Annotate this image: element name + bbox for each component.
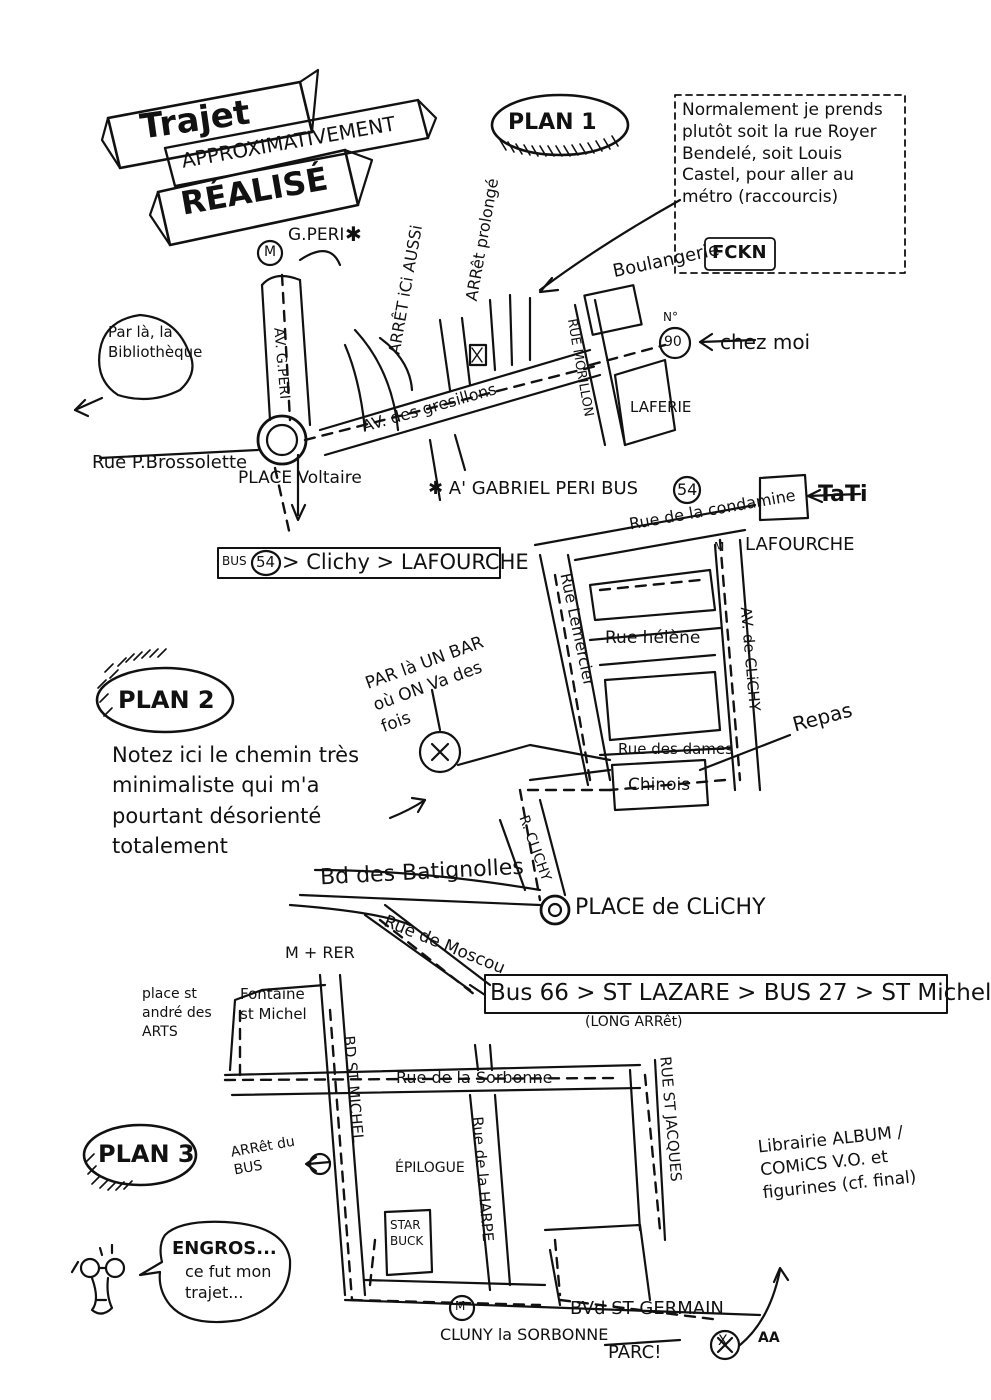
- la-fourche-label: LAFOURCHE: [745, 534, 855, 555]
- signature: AA: [758, 1330, 780, 1346]
- engros-label: ENGROS...: [172, 1238, 277, 1259]
- plan3-label: PLAN 3: [98, 1140, 195, 1168]
- cluny-metro: M: [455, 1299, 466, 1313]
- rue-helene-label: Rue hélène: [605, 628, 701, 648]
- plan3-hatching: [85, 1153, 133, 1191]
- bus54-route-num: 54: [256, 553, 276, 571]
- engros-bubble: [138, 1220, 292, 1324]
- bus54-route-bus: BUS: [222, 554, 247, 568]
- plan2-label: PLAN 2: [118, 686, 215, 714]
- epilogue-label: ÉPILOGUE: [395, 1160, 465, 1176]
- chez-moi-label: chez moi: [720, 330, 811, 354]
- number-90-circle: [658, 326, 692, 360]
- plan2-walk-route: [378, 538, 742, 997]
- plan3-streets: [223, 973, 790, 1361]
- metro-g-peri-m: M: [264, 244, 277, 260]
- plan1-note-arrow: [538, 198, 682, 292]
- g-peri-asterisk: ✱: [345, 222, 362, 246]
- number-prefix: N°: [663, 310, 678, 324]
- g-peri-label: G.PERI: [288, 225, 345, 245]
- plan1-note: Normalement je prends plutôt soit la rue…: [682, 100, 883, 207]
- long-arret-label: (LONG ARRêt): [585, 1014, 683, 1030]
- bus-54-circle-label: 54: [677, 480, 698, 499]
- character-doodle: [70, 1243, 126, 1315]
- bibliotheque-label: Par là, la Bibliothèque: [108, 323, 203, 362]
- plan1-walk-route: [273, 273, 667, 537]
- plan2-note: Notez ici le chemin très minimaliste qui…: [112, 743, 360, 859]
- plan1-streets: [73, 274, 677, 522]
- chinois-label: Chinois: [628, 775, 691, 795]
- plan3-bubble: [82, 1123, 198, 1187]
- fckn-label: FCKN: [712, 242, 767, 263]
- plan1-label: PLAN 1: [508, 110, 597, 135]
- metro-g-peri-circle: [256, 239, 284, 267]
- bus54-route-box: [217, 547, 501, 579]
- laferie-label: LAFERIE: [630, 398, 692, 416]
- fckn-box: [704, 237, 776, 271]
- chez-moi-arrow: [698, 338, 757, 344]
- fontaine-st-michel-label: Fontaine st Michel: [240, 985, 307, 1023]
- rue-sorbonne-label: Rue de la Sorbonne: [396, 1068, 553, 1087]
- la-fourche-metro: M: [714, 540, 725, 554]
- place-st-andre-label: place st andré des ARTS: [142, 986, 212, 1040]
- plan2-streets: [288, 473, 862, 992]
- bus54-route-label: > Clichy > LAFOURCHE: [282, 550, 529, 574]
- number-90: 90: [664, 334, 682, 350]
- bus66-route-label: Bus 66 > ST LAZARE > BUS 27 > ST Michel: [490, 980, 991, 1006]
- cluny-sorbonne-label: CLUNY la SORBONNE: [440, 1325, 609, 1344]
- plan2-hatching: [97, 648, 167, 717]
- parc-label: PARC!: [608, 1342, 662, 1363]
- rue-dames-label: Rue des dames: [618, 740, 733, 758]
- place-voltaire-label: PLACE Voltaire: [238, 468, 362, 488]
- tati-label: TaTi: [818, 482, 868, 507]
- plan1-note-box: [674, 94, 906, 274]
- ce-fut-label: ce fut mon trajet...: [185, 1262, 272, 1302]
- plan2-note-arrow: [388, 798, 427, 820]
- plan2-bubble: [95, 666, 235, 734]
- title-banners: [100, 68, 438, 247]
- rue-brossolette-label: Rue P.Brossolette: [92, 452, 248, 473]
- metro-rer-label: M + RER: [285, 943, 355, 962]
- plan1-bubble: [490, 93, 630, 157]
- plan1-hatching: [499, 135, 619, 157]
- gabriel-peri-bus-label: ✱ A' GABRIEL PERI BUS: [428, 478, 639, 499]
- starbuck-label: STAR BUCK: [390, 1218, 424, 1248]
- bvd-st-germain-label: BVd ST GERMAIN: [570, 1298, 724, 1319]
- place-clichy-label: PLACE de CLiCHY: [575, 895, 766, 920]
- plan3-walk-route: [223, 1008, 722, 1322]
- librairie-x-mark: X: [718, 1333, 728, 1349]
